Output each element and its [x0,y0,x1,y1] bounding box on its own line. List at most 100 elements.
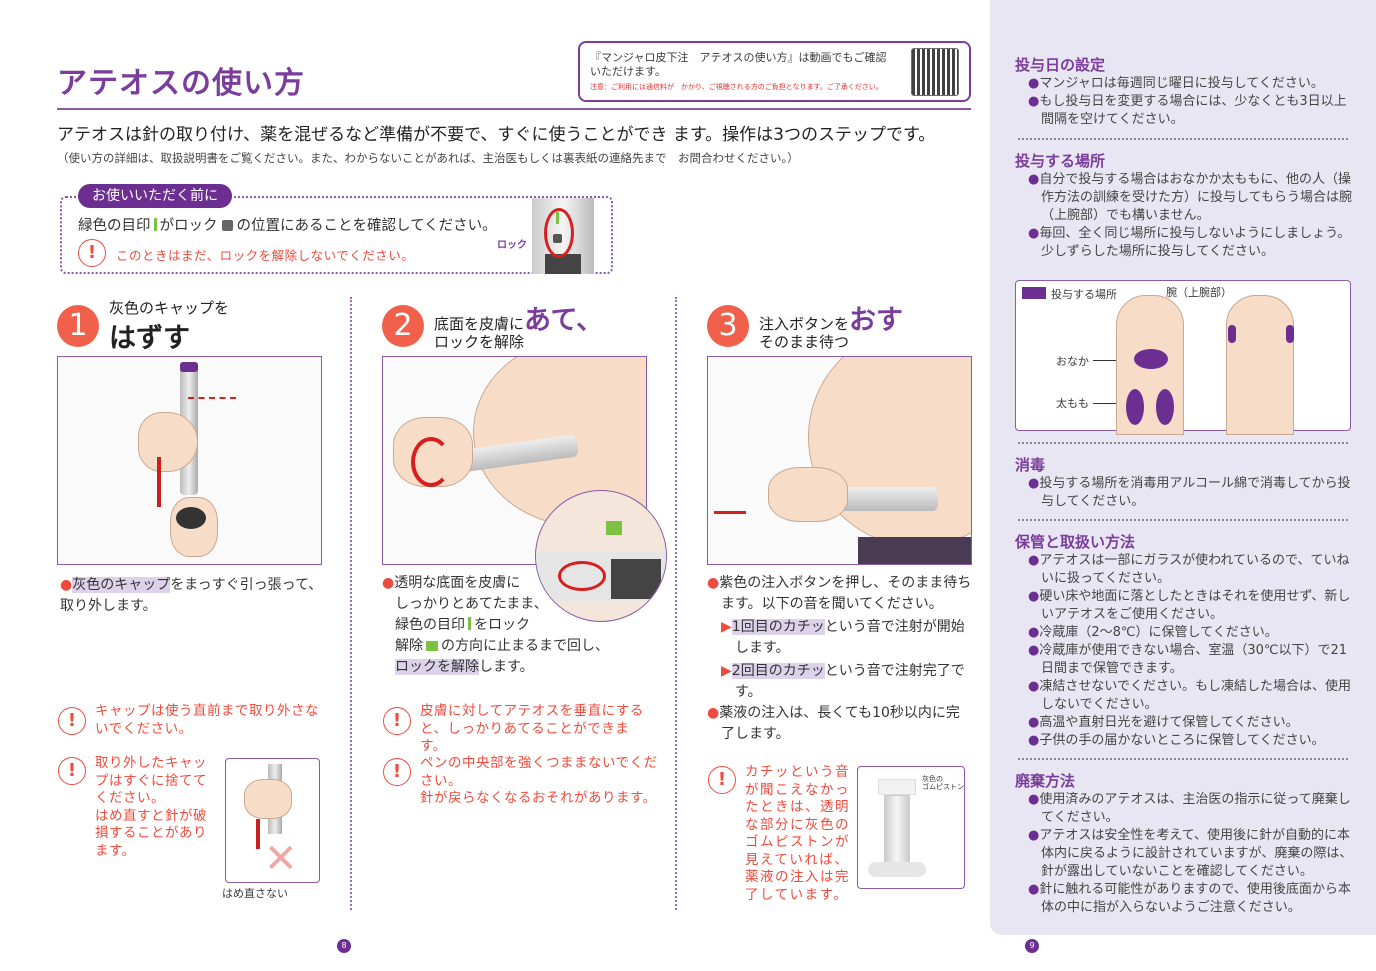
before-use-warning: このときはまだ、ロックを解除しないでください。 [116,248,415,263]
video-info-box: 『マンジャロ皮下注 アテオスの使い方』は動画でもご確認 いただけます。 注意：ご… [578,41,971,102]
step-heading: 底面を皮膚にあて、 [434,298,603,337]
piston-illustration: 灰色の ゴムピストン [857,766,965,889]
list-item: 毎回、全く同じ場所に投与しないようにしましょう。少しずらした場所に投与してくださ… [1015,225,1355,261]
step2-warning-2: ペンの中央部を強くつままないでください。 針が戻らなくなるおそれがあります。 [420,755,658,806]
section-divider [1018,758,1348,760]
green-mark-icon [468,617,471,630]
step1-warning-1: キャップは使う直前まで取り外さないでください。 [95,703,319,737]
warning-icon: ! [58,707,86,735]
section-divider [1018,519,1348,521]
step-number: 3 [707,305,749,347]
warning-icon: ! [78,239,106,267]
text: 注入ボタンを [759,315,850,333]
highlight: 灰色のキャップ [72,577,171,593]
list-item: 針に触れる可能性がありますので、使用後底面から本体の中に指が入らないようご注意く… [1015,881,1355,917]
back-body [1226,295,1294,435]
list-item: アテオスは安全性を考えて、使用後に針が自動的に本体内に戻るように設計されています… [1015,827,1355,881]
warning-icon: ! [58,757,86,785]
text: の方向に止まるまで回し、 [441,638,609,654]
list-item: 自分で投与する場合はおなかか太ももに、他の人（操作方法の訓練を受けた方）に投与し… [1015,171,1355,225]
list-item: 子供の手の届かないところに保管してください。 [1015,732,1355,750]
step-heading-big: はずす [109,323,190,354]
section-heading: 投与する場所 [1015,152,1106,170]
legend-swatch [1022,287,1046,299]
page-title: アテオスの使い方 [57,66,305,101]
text: 紫色の注入ボタンを押し、そのまま待ちます。以下の音を聞いてください。 [719,575,972,612]
before-use-tag: お使いいただく前に [78,184,232,208]
step-number: 1 [57,305,99,347]
text: 緑色の目印 [78,218,151,234]
section-divider [1018,442,1348,444]
step-heading: 注入ボタンをおす [759,298,903,337]
section-storage: 保管と取扱い方法 アテオスは一部にガラスが使われているので、ていねいに扱ってくだ… [1015,531,1355,750]
thigh-site [1156,389,1174,425]
qr-code-icon[interactable] [911,48,959,96]
video-text: 『マンジャロ皮下注 アテオスの使い方』は動画でもご確認 [590,51,887,64]
thigh-label: 太もも [1056,397,1089,410]
step1-text: ●灰色のキャップをまっすぐ引っ張って、取り外します。 [60,577,323,614]
video-text-2: いただけます。 [590,65,666,78]
step2-warning-1: 皮膚に対してアテオスを垂直にすると、しっかりあてることができます。 [420,703,644,754]
text: がロック [159,218,218,234]
page-number: 8 [337,939,351,953]
text: という音で注射完了です。 [735,663,965,700]
text: 緑色の目印 [395,617,465,633]
list-item: 冷蔵庫が使用できない場合、室温（30℃以下）で21日間まで保管できます。 [1015,642,1355,678]
unlock-detail-illustration [535,490,667,622]
text: あて、 [524,305,604,336]
lead-text: アテオスは針の取り付け、薬を混ぜるなど準備が不要で、すぐに使うことができ ます。… [57,125,936,145]
step1-warning-2: 取り外したキャップはすぐに捨ててください。 はめ直すと針が破損することがあります… [95,755,207,859]
section-dosing-day: 投与日の設定 マンジャロは毎週同じ曜日に投与してください。 もし投与日を変更する… [1015,54,1355,129]
text: 透明な底面を皮膚に [394,575,521,591]
list-item: アテオスは一部にガラスが使われているので、ていねいに扱ってください。 [1015,552,1355,588]
green-mark-icon [153,218,157,231]
highlight: 1回目のカチッ [731,619,825,635]
step2-text: ●透明な底面を皮膚に しっかりとあてたまま、 緑色の目印をロック 解除の方向に止… [382,573,652,678]
section-disinfection: 消毒 投与する場所を消毒用アルコール綿で消毒してから投与してください。 [1015,454,1355,511]
highlight: 2回目のカチッ [731,663,825,679]
pen-lock-illustration [532,198,594,274]
text: の位置にあることを確認してください。 [236,218,497,234]
text: をまっすぐ引っ張って、取り外します。 [60,577,323,614]
step-number: 2 [382,305,424,347]
section-heading: 保管と取扱い方法 [1015,533,1136,551]
warning-icon: ! [383,758,411,786]
section-heading: 消毒 [1015,456,1046,474]
text: という音で注射が開始します。 [735,619,965,656]
unlock-icon [426,641,438,651]
before-use-text: 緑色の目印がロック の位置にあることを確認してください。 [78,214,497,235]
list-item: 硬い床や地面に落としたときはそれを使用せず、新しいアテオスをご使用ください。 [1015,588,1355,624]
warning-icon: ! [383,707,411,735]
do-not-recap-illustration: ✕ [225,758,320,883]
section-heading: 投与日の設定 [1015,56,1106,74]
video-caution: 注意：ご利用には通信料が かかり、ご視聴される方のご負担となります。ご了承くださ… [590,83,883,91]
legend-label: 投与する場所 [1051,288,1117,301]
title-divider [57,108,971,110]
section-divider [1018,138,1348,140]
text: おす [849,305,904,336]
step3-warning: カチッという音が聞こえなかったときは、透明な部分に灰色のゴムピストンが見えていれ… [745,764,850,903]
text: 薬液の注入は、長くても10秒以内に完了します。 [719,705,960,742]
recap-caption: はめ直さない [222,887,288,900]
page-number: 9 [1025,939,1039,953]
info-panel [990,0,1376,935]
step-heading-small: 灰色のキャップを [109,299,230,317]
step-heading-2: そのまま待つ [759,333,850,351]
warning-icon: ! [708,766,736,794]
piston-label: 灰色の ゴムピストン [922,775,964,791]
column-divider [675,297,677,910]
before-use-box: 緑色の目印がロック の位置にあることを確認してください。 ! このときはまだ、ロッ… [60,196,613,274]
step3-text: ●紫色の注入ボタンを押し、そのまま待ちます。以下の音を聞いてください。 ▶1回目… [707,575,972,742]
list-item: 冷蔵庫（2～8℃）に保管してください。 [1015,624,1355,642]
section-disposal: 廃棄方法 使用済みのアテオスは、主治医の指示に従って廃棄してください。 アテオス… [1015,770,1355,917]
list-item: 高温や直射日光を避けて保管してください。 [1015,714,1355,732]
text: します。 [479,659,534,675]
arm-site [1286,325,1294,343]
thigh-site [1126,389,1144,425]
injection-site-map: 投与する場所 おなか 太もも 腕（上腕部） [1015,280,1351,435]
text: 解除 [395,638,423,654]
step1-illustration [57,356,322,565]
arm-label: 腕（上腕部） [1166,286,1232,299]
list-item: マンジャロは毎週同じ曜日に投与してください。 [1015,75,1355,93]
arm-site [1228,325,1236,343]
